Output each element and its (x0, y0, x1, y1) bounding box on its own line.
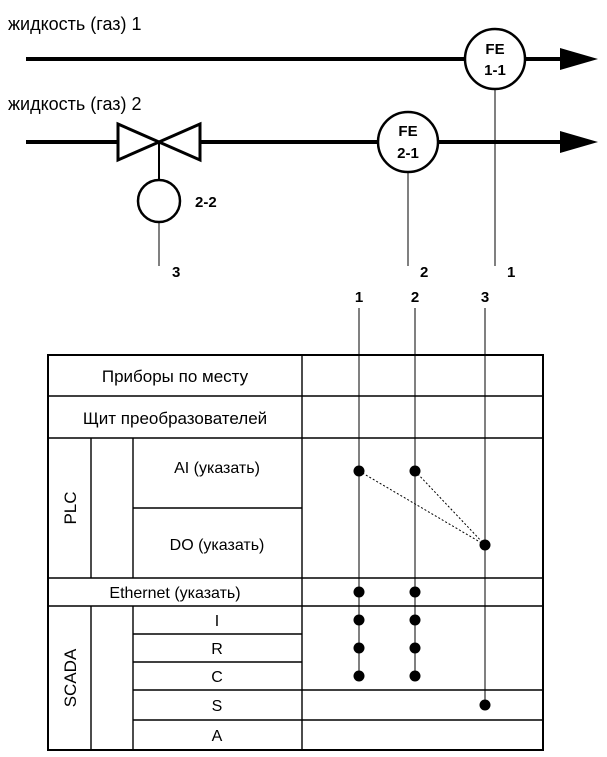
connection-dot-ai-2 (409, 465, 421, 477)
scada-row-c: C (211, 669, 223, 686)
scada-row-r: R (211, 641, 223, 658)
fe-1-1-tag-bottom: 1-1 (484, 62, 506, 79)
ai2-to-do3-link (414, 470, 486, 546)
row-ai: AI (указать) (174, 460, 260, 477)
actuator-wire-number: 3 (172, 264, 180, 281)
connection-dot-do-3 (479, 539, 491, 551)
actuator-tag: 2-2 (195, 194, 217, 211)
group-plc: PLC (61, 491, 80, 524)
connection-dot-ethernet-2 (409, 586, 421, 598)
scada-row-a: A (212, 728, 223, 745)
connection-dot-i-2 (409, 614, 421, 626)
connection-dots (353, 465, 491, 711)
connection-dot-ai-1 (353, 465, 365, 477)
pipeline-1-arrow-icon (560, 48, 598, 70)
table-frame (47, 354, 544, 751)
row-ethernet: Ethernet (указать) (109, 585, 240, 602)
column-number-3: 3 (481, 289, 489, 306)
connection-dot-s-3 (479, 699, 491, 711)
group-scada: SCADA (61, 648, 80, 707)
fe-2-1-tag-top: FE (398, 123, 417, 140)
pipeline-2-label: жидкость (газ) 2 (8, 94, 142, 114)
scada-row-i: I (215, 613, 219, 630)
io-table (47, 354, 544, 751)
fe-1-1-wire-number: 1 (507, 264, 515, 281)
connection-dot-r-2 (409, 642, 421, 654)
flow-element-fe-1-1 (463, 27, 527, 91)
control-valve-icon (116, 121, 202, 163)
row-do: DO (указать) (170, 537, 265, 554)
ai1-to-do3-link (358, 470, 486, 546)
row-field-instruments: Приборы по месту (102, 367, 249, 386)
actuator-2-2 (136, 178, 182, 224)
connection-dot-r-1 (353, 642, 365, 654)
connection-dot-c-1 (353, 670, 365, 682)
scada-row-s: S (212, 698, 223, 715)
connection-dot-c-2 (409, 670, 421, 682)
fe-2-1-tag-bottom: 2-1 (397, 145, 419, 162)
column-number-2: 2 (411, 289, 419, 306)
column-number-1: 1 (355, 289, 363, 306)
flow-element-fe-2-1 (376, 110, 440, 174)
fe-1-1-tag-top: FE (485, 41, 504, 58)
row-converter-panel: Щит преобразователей (83, 409, 267, 428)
pipeline-1-label: жидкость (газ) 1 (8, 14, 142, 34)
pipeline-2-arrow-icon (560, 131, 598, 153)
connection-dot-i-1 (353, 614, 365, 626)
connection-dot-ethernet-1 (353, 586, 365, 598)
fe-2-1-wire-number: 2 (420, 264, 428, 281)
